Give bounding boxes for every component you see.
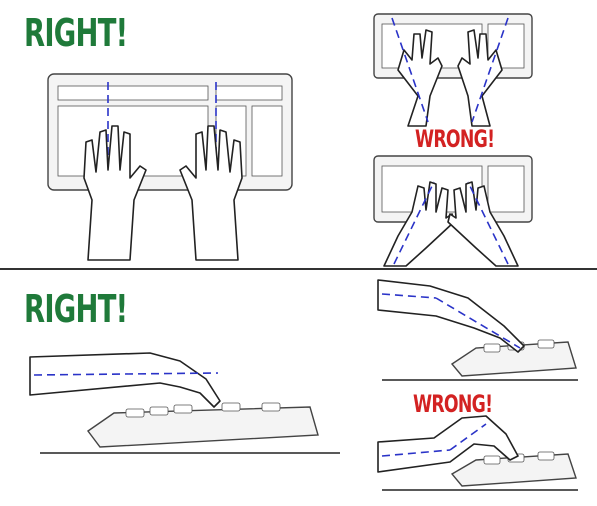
top-wrong-keyboard-outward — [368, 10, 538, 128]
bottom-right-side-view-illustration — [30, 335, 350, 475]
hand-side-wrong-dipped — [378, 280, 524, 352]
keyboard-side-correct — [88, 407, 318, 447]
hand-side-correct — [30, 353, 220, 407]
top-right-keyboard-illustration — [40, 60, 300, 265]
bottom-wrong-side-view-dipped — [378, 276, 583, 386]
section-divider — [0, 268, 597, 270]
top-right-label: RIGHT! — [24, 14, 127, 52]
bottom-right-label: RIGHT! — [24, 290, 127, 328]
top-wrong-keyboard-inward — [368, 152, 538, 267]
top-wrong-label: WRONG! — [415, 127, 494, 151]
bottom-wrong-side-view-raised — [378, 412, 583, 494]
